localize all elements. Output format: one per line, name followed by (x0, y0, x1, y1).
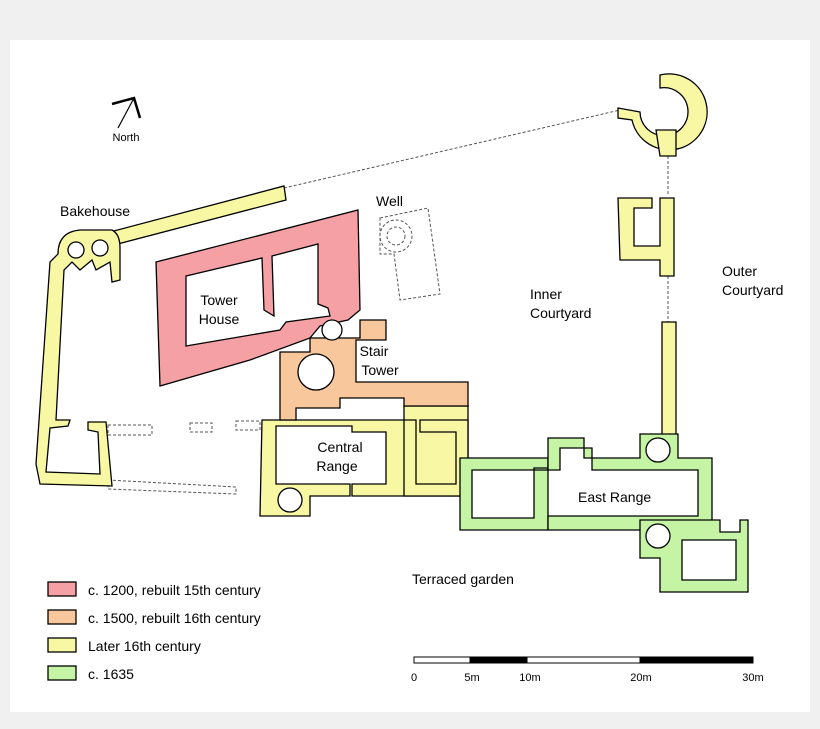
scale-tick-5m: 5m (464, 672, 479, 684)
central-range-label-line2: Range (316, 458, 357, 474)
legend-swatch-c1200 (47, 581, 77, 597)
stair-tower-label-line2: Tower (361, 362, 399, 378)
terraced-garden-label: Terraced garden (412, 571, 514, 587)
stair-tower-label-line1: Stair (360, 343, 389, 359)
outer-courtyard-label-line2: Courtyard (722, 282, 783, 298)
north-label: North (113, 132, 140, 144)
c1500-walls (279, 319, 469, 421)
legend-label-c1635: c. 1635 (88, 666, 134, 682)
plan-sheet (10, 40, 810, 712)
later-16th-century-walls (35, 73, 708, 517)
outer-courtyard-label-line1: Outer (722, 263, 757, 279)
bakehouse-label: Bakehouse (60, 203, 130, 219)
legend-swatch-c1500 (47, 609, 77, 625)
legend-label-c1200: c. 1200, rebuilt 15th century (88, 582, 261, 598)
well-label: Well (376, 193, 403, 209)
legend-swatch-later16 (47, 637, 77, 653)
c1200-walls (155, 209, 361, 387)
tower-house-label-line1: Tower (200, 292, 238, 308)
inner-courtyard-label-line2: Courtyard (530, 305, 591, 321)
legend-swatch-c1635 (47, 665, 77, 681)
scale-tick-20m: 20m (630, 672, 651, 684)
legend: c. 1200, rebuilt 15th century c. 1500, r… (47, 581, 261, 682)
lost-wall-line (283, 109, 621, 189)
well-outline (379, 207, 441, 301)
inner-courtyard-label-line1: Inner (530, 286, 562, 302)
scale-tick-30m: 30m (742, 672, 763, 684)
c1635-walls (459, 433, 749, 593)
central-range-label-line1: Central (317, 439, 362, 455)
legend-label-c1500: c. 1500, rebuilt 16th century (88, 610, 261, 626)
scale-tick-0: 0 (411, 672, 417, 684)
scale-bar: 0 5m 10m 20m 30m (411, 656, 764, 684)
east-range-label: East Range (578, 489, 651, 505)
north-arrow-icon (111, 96, 142, 129)
lost-range-outline (107, 420, 261, 495)
scale-tick-10m: 10m (519, 672, 540, 684)
legend-label-later16: Later 16th century (88, 638, 201, 654)
tower-house-label-line2: House (199, 311, 240, 327)
